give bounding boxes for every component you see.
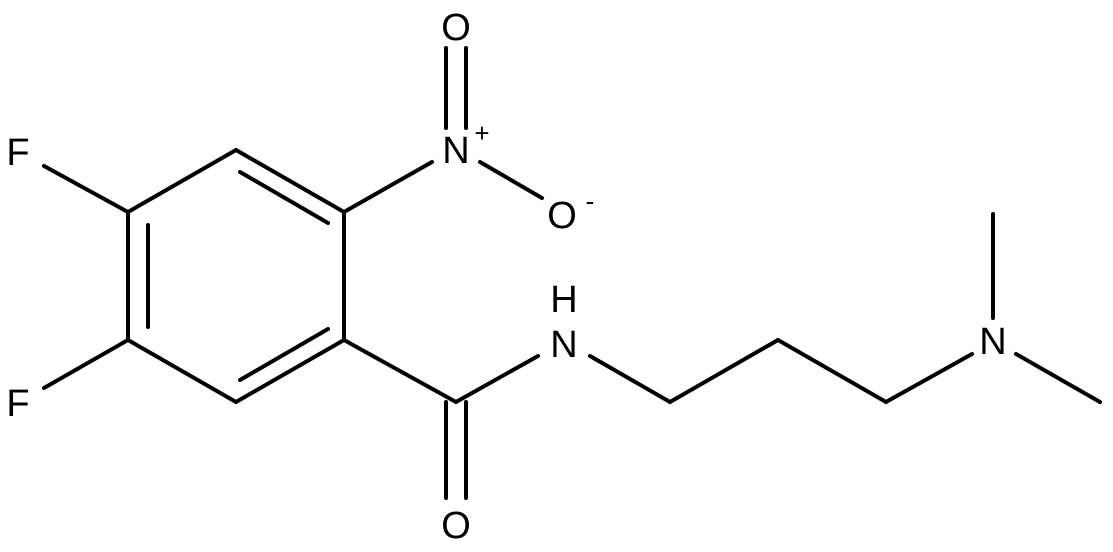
bond-n-methyl-right	[1014, 352, 1102, 404]
ring-bond-c1-c2	[234, 148, 346, 214]
bond-c1-n-nitro	[342, 160, 434, 214]
atom-n-nitro-charge: +	[474, 118, 489, 148]
atom-h-amide: H	[550, 279, 577, 321]
bond-c-carbonyl-nh	[454, 354, 540, 404]
bond-ch2-b-ch2-c	[776, 338, 888, 404]
ring-bond-c5-c6-inner	[238, 327, 330, 382]
atom-f-top: F	[6, 132, 29, 174]
ring-bond-c1-c2-inner	[238, 170, 330, 225]
ring-bond-c5-c6	[234, 338, 346, 404]
atom-n-dimethyl: N	[979, 321, 1006, 363]
bond-n-o-side	[478, 160, 544, 200]
bond-c4-f-bottom	[42, 338, 130, 390]
atom-n-nitro: N	[442, 130, 469, 172]
atom-o-nitro-side: O	[547, 195, 577, 237]
bond-ch2-c-n-dimethyl	[884, 352, 974, 404]
atom-f-bottom: F	[6, 383, 29, 425]
atom-o-carbonyl: O	[441, 505, 471, 547]
bond-nh-ch2-a	[588, 354, 672, 404]
atom-o-nitro-side-charge: -	[586, 186, 595, 216]
atom-o-nitro-top: O	[441, 7, 471, 49]
ring-bond-c4-c5	[126, 338, 238, 404]
bond-ch2-a-ch2-b	[668, 338, 780, 404]
ring-bond-c2-c3	[126, 148, 238, 214]
benzene-ring	[126, 148, 346, 404]
bond-c6-c-carbonyl	[342, 338, 458, 404]
atom-n-amide: N	[550, 324, 577, 366]
bond-c3-f-top	[42, 164, 130, 214]
